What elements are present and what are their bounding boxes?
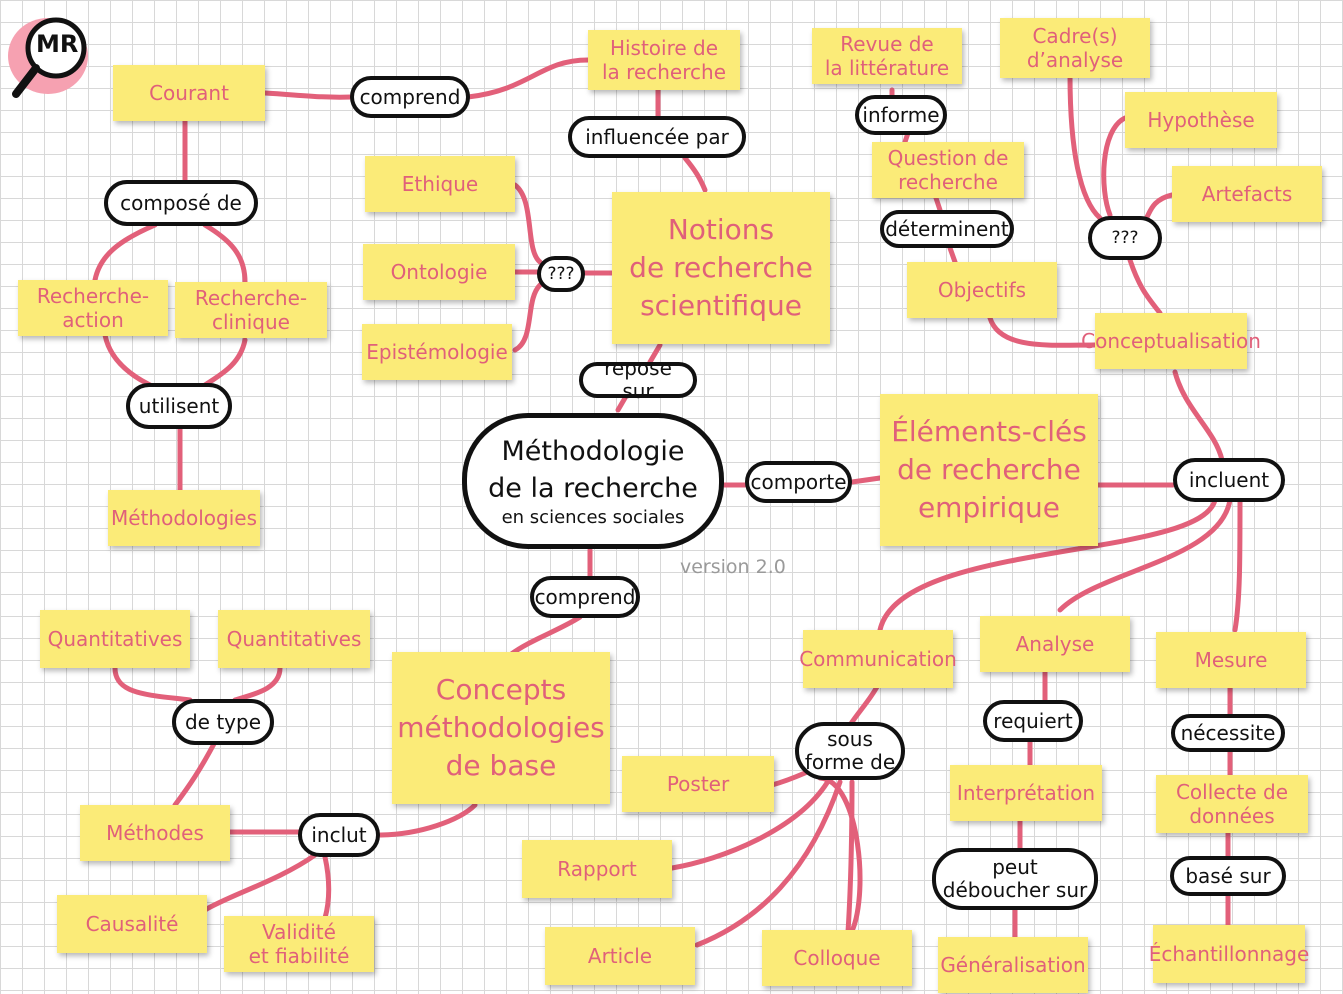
note-article: Article [545,927,695,985]
note-collecte: Collecte de données [1156,775,1308,833]
version-label: version 2.0 [680,556,786,578]
magnifier-logo-icon [8,17,88,98]
note-notions: Notions de recherche scientifique [612,192,830,344]
link-influencee-par: influencée par [568,116,746,158]
link-incluent: incluent [1173,458,1285,502]
link-informe: informe [855,95,947,135]
note-revue: Revue de la littérature [812,28,962,84]
note-recherche-clinique: Recherche- clinique [175,282,327,338]
link-comporte: comporte [745,461,852,503]
note-hypothese: Hypothèse [1125,92,1277,148]
note-mesure: Mesure [1156,632,1306,688]
link-repose-sur: repose sur [579,357,697,403]
link-qqq-left: ??? [537,256,585,292]
note-question: Question de recherche [872,142,1024,198]
link-utilisent: utilisent [126,383,232,429]
link-peut-deboucher-sur: peut déboucher sur [932,848,1098,910]
note-epistemologie: Epistémologie [362,324,512,380]
link-de-type: de type [172,699,274,745]
note-colloque: Colloque [762,930,912,986]
link-compose-de: composé de [104,180,258,226]
note-quantitatives-2: Quantitatives [218,610,370,668]
link-comprend-top: comprend [350,76,470,118]
note-validite: Validité et fiabilité [224,916,374,972]
link-qqq-right: ??? [1088,216,1162,260]
note-ontologie: Ontologie [363,244,515,300]
link-sous-forme-de: sous forme de [795,722,905,780]
link-comprend-bottom: comprend [530,576,640,618]
center-node: Méthodologie de la recherche en sciences… [462,413,724,549]
logo: MR [8,10,98,102]
note-objectifs: Objectifs [907,262,1057,318]
note-analyse: Analyse [980,616,1130,672]
note-echantillonnage: Échantillonnage [1149,925,1309,983]
note-ethique: Ethique [365,156,515,212]
note-quantitatives-1: Quantitatives [40,610,190,668]
note-poster: Poster [622,756,774,812]
link-inclut: inclut [298,813,380,857]
note-artefacts: Artefacts [1172,166,1322,222]
link-base-sur: basé sur [1170,856,1286,896]
note-communication: Communication [799,630,957,688]
note-courant: Courant [113,65,265,121]
note-conceptualisation: Conceptualisation [1081,313,1261,369]
link-determinent: déterminent [880,210,1014,248]
note-causalite: Causalité [57,895,207,953]
link-necessite: nécessite [1171,714,1285,752]
center-title: Méthodologie de la recherche [488,436,698,504]
note-interpretation: Interprétation [950,765,1102,821]
center-subtitle: en sciences sociales [501,507,685,528]
note-generalisation: Généralisation [938,937,1088,993]
note-rapport: Rapport [522,840,672,898]
note-methodes: Méthodes [80,805,230,861]
note-elements-cles: Éléments-clés de recherche empirique [880,394,1098,546]
note-histoire: Histoire de la recherche [588,30,740,90]
note-cadres: Cadre(s) d’analyse [1000,18,1150,78]
note-concepts: Concepts méthodologies de base [392,652,610,804]
link-requiert: requiert [983,700,1083,742]
logo-text: MR [36,30,79,58]
note-recherche-action: Recherche- action [18,280,168,336]
note-methodologies: Méthodologies [108,490,260,546]
